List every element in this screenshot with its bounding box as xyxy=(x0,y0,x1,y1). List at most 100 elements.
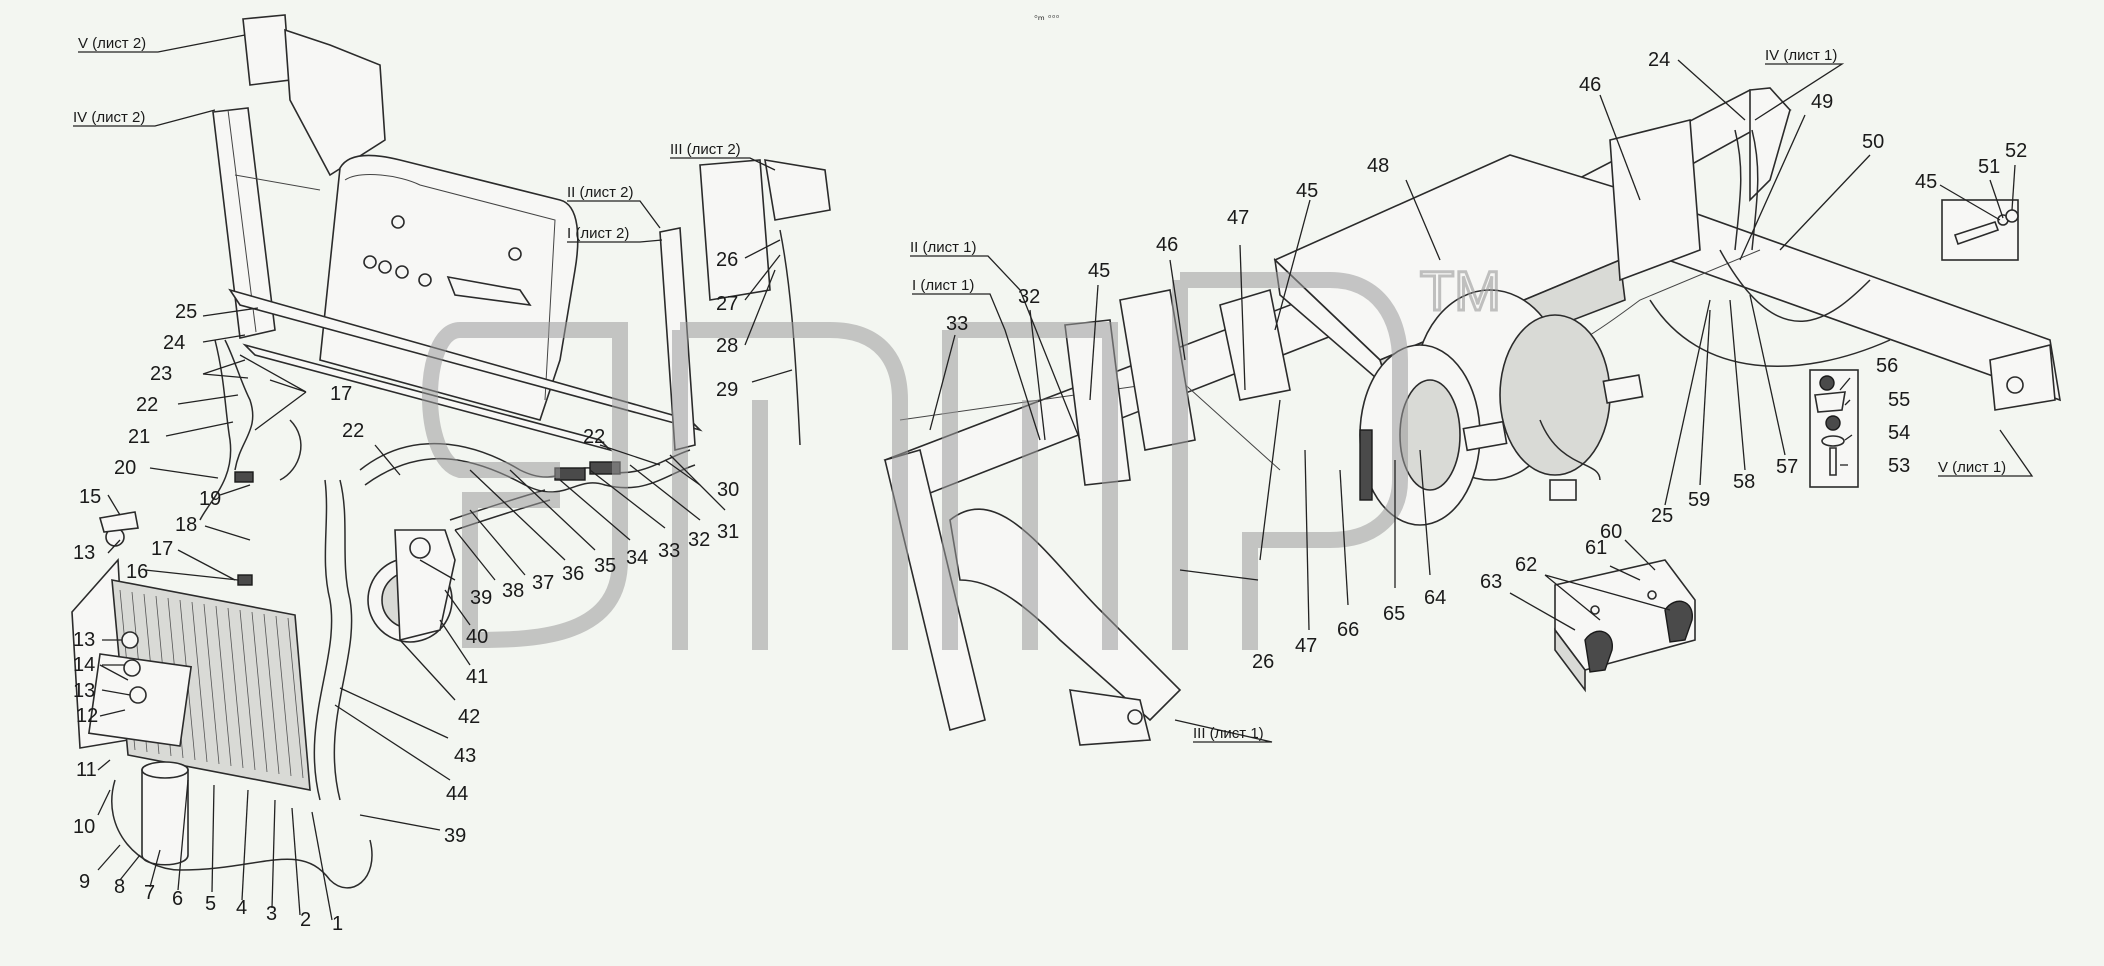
callout-20: 20 xyxy=(114,457,136,479)
cab-frame xyxy=(212,14,703,452)
callout-2: 2 xyxy=(300,909,311,931)
callout-13-a: 13 xyxy=(73,542,95,564)
sheet-ref-iii1: III (лист 1) xyxy=(1193,725,1264,742)
callout-13-b: 13 xyxy=(73,629,95,651)
top-marker: ◦ₘ ◦◦◦ xyxy=(1034,11,1060,23)
callout-38: 38 xyxy=(502,580,524,602)
callout-64: 64 xyxy=(1424,587,1446,609)
callout-24: 24 xyxy=(163,332,185,354)
callout-45-a: 45 xyxy=(1088,260,1110,282)
callout-6: 6 xyxy=(172,888,183,910)
callout-45-c: 45 xyxy=(1915,171,1937,193)
callout-22-a: 22 xyxy=(136,394,158,416)
compressor xyxy=(367,529,456,643)
callout-28: 28 xyxy=(716,335,738,357)
callout-57: 57 xyxy=(1776,456,1798,478)
callout-53: 53 xyxy=(1888,455,1910,477)
callout-50: 50 xyxy=(1862,131,1884,153)
sheet-ref-iii2: III (лист 2) xyxy=(670,141,741,158)
callout-59: 59 xyxy=(1688,489,1710,511)
sheet-ref-labels: V (лист 2) IV (лист 2) III (лист 2) II (… xyxy=(73,35,2006,742)
callout-9: 9 xyxy=(79,871,90,893)
callout-39-a: 39 xyxy=(470,587,492,609)
callout-25: 25 xyxy=(175,301,197,323)
callout-52: 52 xyxy=(2005,140,2027,162)
callout-32-r: 32 xyxy=(1018,286,1040,308)
callout-37: 37 xyxy=(532,572,554,594)
callout-17-a: 17 xyxy=(151,538,173,560)
callout-47-a: 47 xyxy=(1227,207,1249,229)
watermark-tm: TM xyxy=(1420,259,1501,322)
callout-10: 10 xyxy=(73,816,95,838)
callout-11: 11 xyxy=(76,759,97,781)
sheet-ref-iv1: IV (лист 1) xyxy=(1765,47,1837,64)
callout-32: 32 xyxy=(688,529,710,551)
callout-1: 1 xyxy=(332,913,343,935)
sheet-ref-v1: V (лист 1) xyxy=(1938,459,2006,476)
callout-55: 55 xyxy=(1888,389,1910,411)
callout-58: 58 xyxy=(1733,471,1755,493)
callout-47-b: 47 xyxy=(1295,635,1317,657)
callout-30: 30 xyxy=(717,479,739,501)
callout-22-b: 22 xyxy=(342,420,364,442)
callout-21: 21 xyxy=(128,426,150,448)
callout-22-c: 22 xyxy=(583,426,605,448)
callout-44: 44 xyxy=(446,783,468,805)
callout-26: 26 xyxy=(716,249,738,271)
callout-17-b: 17 xyxy=(330,383,352,405)
callout-46-a: 46 xyxy=(1156,234,1178,256)
callout-60: 60 xyxy=(1600,521,1622,543)
callout-34: 34 xyxy=(626,547,648,569)
condenser xyxy=(71,511,311,791)
callout-23: 23 xyxy=(150,363,172,385)
callout-31: 31 xyxy=(717,521,739,543)
callout-62: 62 xyxy=(1515,554,1537,576)
callout-39-b: 39 xyxy=(444,825,466,847)
bolt-set-52 xyxy=(1941,199,2019,261)
callout-5: 5 xyxy=(205,893,216,915)
callout-56: 56 xyxy=(1876,355,1898,377)
callout-7: 7 xyxy=(144,882,155,904)
control-panel xyxy=(1554,559,1696,693)
callout-3: 3 xyxy=(266,903,277,925)
callout-36: 36 xyxy=(562,563,584,585)
callout-numbers: 1 2 3 4 5 6 7 8 9 10 11 12 13 13 13 14 1… xyxy=(73,49,2027,935)
watermark-logo: TM xyxy=(422,258,1502,650)
callout-18: 18 xyxy=(175,514,197,536)
callout-63: 63 xyxy=(1480,571,1502,593)
callout-26-r: 26 xyxy=(1252,651,1274,673)
sheet-ref-ii2: II (лист 2) xyxy=(567,184,634,201)
callout-54: 54 xyxy=(1888,422,1910,444)
callout-41: 41 xyxy=(466,666,488,688)
callout-66: 66 xyxy=(1337,619,1359,641)
callout-33-r: 33 xyxy=(946,313,968,335)
sheet-ref-v2: V (лист 2) xyxy=(78,35,146,52)
callout-8: 8 xyxy=(114,876,125,898)
callout-24-r: 24 xyxy=(1648,49,1670,71)
callout-12: 12 xyxy=(76,705,98,727)
sheet-ref-ii1: II (лист 1) xyxy=(910,239,977,256)
callout-29: 29 xyxy=(716,379,738,401)
callout-leaders xyxy=(97,59,2016,921)
callout-61: 61 xyxy=(1585,537,1607,559)
sheet-ref-i2: I (лист 2) xyxy=(567,225,629,242)
callout-45-b: 45 xyxy=(1296,180,1318,202)
sheet-ref-iv2: IV (лист 2) xyxy=(73,109,145,126)
callout-15: 15 xyxy=(79,486,101,508)
callout-49: 49 xyxy=(1811,91,1833,113)
callout-65: 65 xyxy=(1383,603,1405,625)
callout-43: 43 xyxy=(454,745,476,767)
callout-51: 51 xyxy=(1978,156,2000,178)
sheet-ref-i1: I (лист 1) xyxy=(912,277,974,294)
callout-13-c: 13 xyxy=(73,680,95,702)
receiver-dryer xyxy=(111,761,373,889)
callout-14-a: 14 xyxy=(73,654,95,676)
callout-40: 40 xyxy=(466,626,488,648)
callout-46-b: 46 xyxy=(1579,74,1601,96)
bolt-set-53 xyxy=(1809,369,1859,488)
callout-27: 27 xyxy=(716,293,738,315)
callout-48: 48 xyxy=(1367,155,1389,177)
ac-unit xyxy=(1064,118,1891,526)
